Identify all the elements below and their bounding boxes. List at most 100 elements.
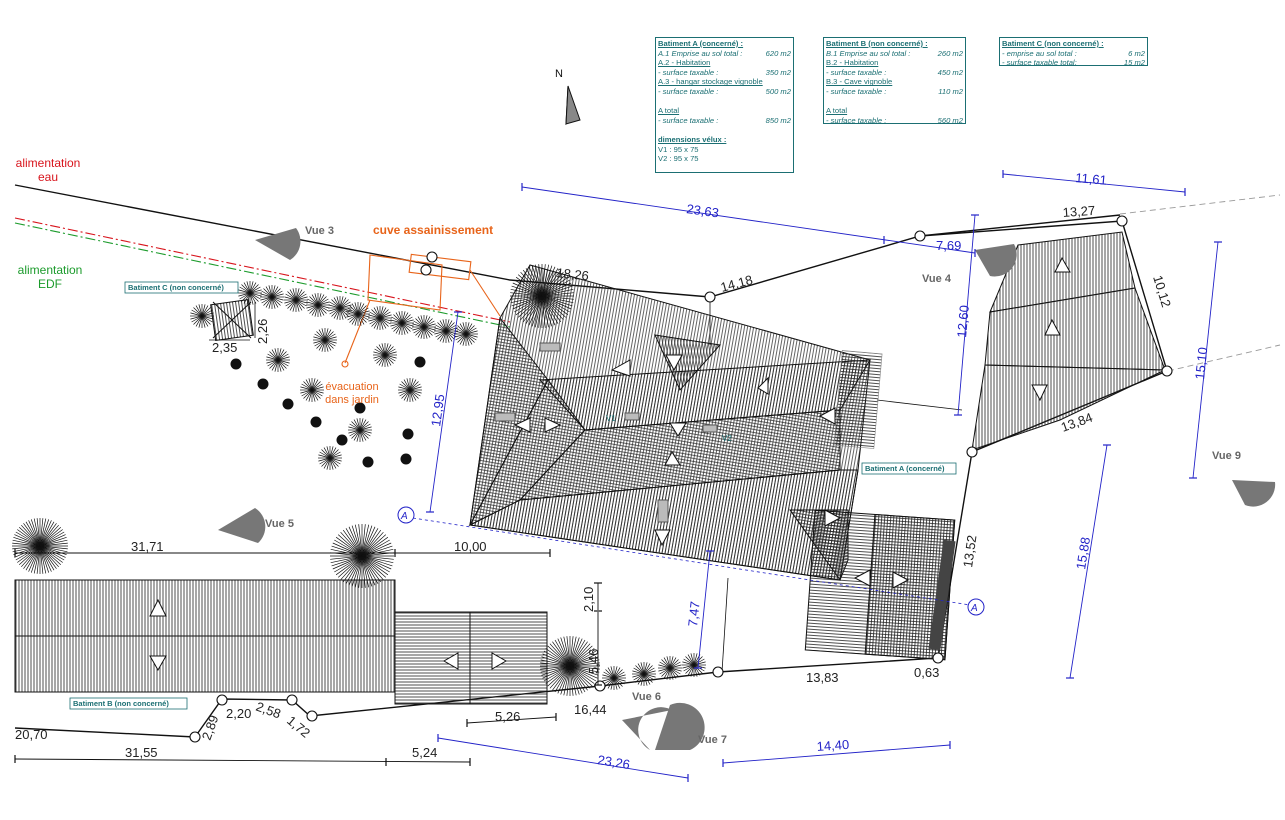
dimension-label: 13,83	[806, 670, 839, 685]
dimension-label: 0,63	[914, 665, 939, 680]
shrub	[284, 288, 308, 312]
shrub	[348, 418, 372, 442]
skylight	[624, 412, 640, 421]
dimension-label: 2,89	[199, 713, 222, 742]
velux-v2-label: V2	[722, 434, 732, 443]
table-title: Batiment A (concerné) :	[658, 39, 744, 48]
table-text: A total	[658, 106, 680, 116]
shrub	[282, 398, 294, 410]
row-value: 260 m2	[937, 48, 963, 58]
black-dimension-ticks	[14, 549, 602, 766]
blue-dimension-label: 12,60	[954, 305, 972, 339]
skylight	[702, 424, 718, 433]
section-axis-marker	[397, 506, 985, 616]
row-label: - surface taxable :	[826, 115, 887, 125]
row-value: 6 m2	[1128, 48, 1145, 58]
row-label: - surface taxable :	[658, 115, 719, 125]
shrub	[310, 416, 322, 428]
skylight	[657, 499, 669, 523]
blue-dimension-ticks	[426, 170, 1222, 782]
view-7-label: Vue 7	[698, 734, 727, 746]
building-b-roof	[14, 579, 548, 705]
dimension-label: 5,26	[495, 709, 520, 724]
shrub	[362, 456, 374, 468]
black-dimension-lines	[14, 552, 599, 763]
shrub	[306, 293, 330, 317]
building-c-tag: Batiment C (non concerné)	[124, 281, 239, 294]
dimension-label: 14,18	[719, 272, 754, 295]
row-value: 560 m2	[937, 115, 963, 125]
building-b-tag: Batiment B (non concerné)	[69, 697, 188, 710]
row-value: 620 m2	[765, 48, 791, 58]
view-7-marker	[655, 702, 705, 750]
dimension-label: 2,58	[254, 699, 283, 722]
survey-points	[189, 215, 1173, 743]
shrub	[300, 378, 324, 402]
water-supply-label: eau	[38, 170, 58, 184]
edf-supply-label: alimentation	[18, 263, 83, 277]
svg-text:Batiment C (non concerné): Batiment C (non concerné)	[128, 283, 224, 292]
shrub	[190, 304, 214, 328]
shrub	[454, 322, 478, 346]
shrub	[260, 285, 284, 309]
view-9-label: Vue 9	[1212, 450, 1241, 462]
north-arrow-icon	[565, 85, 581, 126]
section-axis-line	[412, 517, 971, 606]
skylight	[494, 412, 516, 422]
view-3-marker	[255, 228, 301, 260]
vegetation	[12, 264, 706, 696]
shrub	[402, 428, 414, 440]
table-text: V2 : 95 x 75	[658, 154, 699, 164]
view-5-marker	[218, 508, 266, 543]
shrub	[412, 315, 436, 339]
velux-v1-label: V1	[606, 414, 616, 423]
outbuilding-roof	[971, 231, 1166, 451]
row-label: - emprise au sol total :	[1002, 48, 1077, 58]
table-title: Batiment B (non concerné) :	[826, 39, 928, 48]
table-text: A.3 - hangar stockage vignoble	[658, 77, 763, 87]
shrub	[318, 446, 342, 470]
building-c-roof	[210, 298, 254, 342]
shrub	[238, 281, 262, 305]
row-value: 500 m2	[765, 86, 791, 96]
view-5-label: Vue 5	[265, 518, 294, 530]
svg-text:Batiment B (non concerné): Batiment B (non concerné)	[73, 699, 169, 708]
evacuation-label: évacuation	[325, 381, 378, 393]
view-6-marker	[622, 707, 672, 750]
blue-dimension-label: 15,88	[1073, 536, 1093, 570]
water-supply-line	[14, 217, 511, 323]
table-text: B.3 - Cave vignoble	[826, 77, 893, 87]
water-supply-label: alimentation	[16, 156, 81, 170]
roof-slope-arrows	[513, 354, 910, 589]
row-value: 15 m2	[1123, 58, 1145, 68]
dimension-label: 13,52	[960, 534, 979, 568]
dimension-label: 31,71	[131, 539, 164, 554]
shrub	[682, 653, 706, 677]
connector-line	[876, 399, 963, 411]
dashed-road-lines	[1119, 194, 1281, 372]
section-axis-label: A	[400, 511, 408, 522]
row-label: A.1 Emprise au sol total :	[658, 48, 743, 58]
table-text: A total	[826, 106, 848, 116]
terrace	[833, 350, 883, 449]
shrub	[354, 402, 366, 414]
dimension-label: 5,24	[412, 745, 437, 760]
row-label: B.1 Emprise au sol total :	[826, 48, 911, 58]
dimension-label: 13,27	[1062, 203, 1096, 220]
septic-tank-label: cuve assainissement	[373, 223, 493, 237]
table-row: B.1 Emprise au sol total : 260 m2	[826, 49, 963, 59]
blue-dimension-label: 7,69	[936, 238, 961, 253]
shrub	[398, 378, 422, 402]
dimension-label: 2,26	[255, 319, 270, 344]
dimension-label: 2,20	[226, 706, 251, 721]
row-label: - surface taxable :	[658, 86, 719, 96]
shrub	[602, 666, 626, 690]
evacuation-label: dans jardin	[325, 394, 379, 406]
shrub	[336, 434, 348, 446]
blue-dimension-label: 23,63	[686, 201, 720, 220]
dimension-label: 16,44	[574, 702, 607, 717]
tree	[540, 636, 600, 696]
shrub	[400, 453, 412, 465]
shrub	[414, 356, 426, 368]
